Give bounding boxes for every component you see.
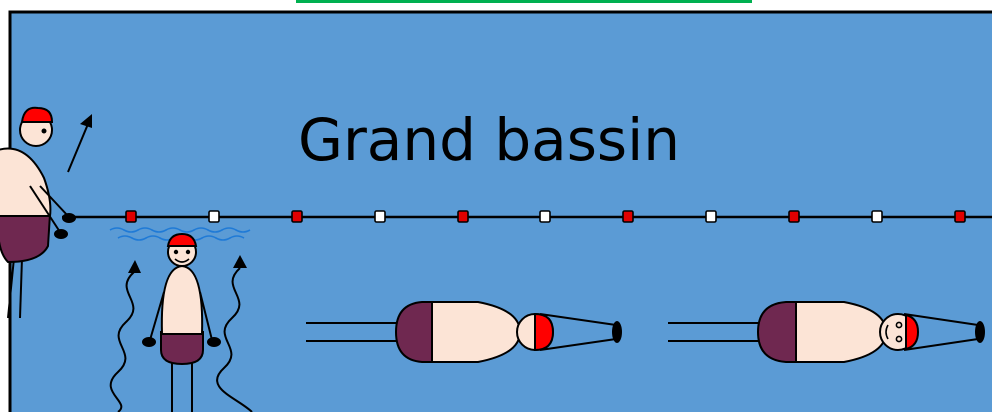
swimmer-face-figure xyxy=(668,301,985,363)
swimmer-back-figure xyxy=(306,301,622,363)
lane-float-icon xyxy=(705,210,717,223)
lane-float-icon xyxy=(622,210,634,223)
lane-float-icon xyxy=(457,210,469,223)
arrow-icon xyxy=(128,260,141,273)
arrow-icon xyxy=(67,114,92,173)
lane-float-icon xyxy=(374,210,386,223)
lane-float-icon xyxy=(208,210,220,223)
lane-float-icon xyxy=(954,210,966,223)
pool-title: Grand bassin xyxy=(298,106,680,174)
lane-floats xyxy=(125,210,966,223)
lane-float-icon xyxy=(125,210,137,223)
wave-icon xyxy=(109,227,251,233)
treading-swimmer-figure xyxy=(109,232,253,412)
arrow-icon xyxy=(233,255,247,268)
lane-float-icon xyxy=(788,210,800,223)
lifeguard-figure xyxy=(0,106,76,319)
lane-float-icon xyxy=(871,210,883,223)
top-accent-bar xyxy=(296,0,752,3)
lane-float-icon xyxy=(539,210,551,223)
lane-float-icon xyxy=(291,210,303,223)
